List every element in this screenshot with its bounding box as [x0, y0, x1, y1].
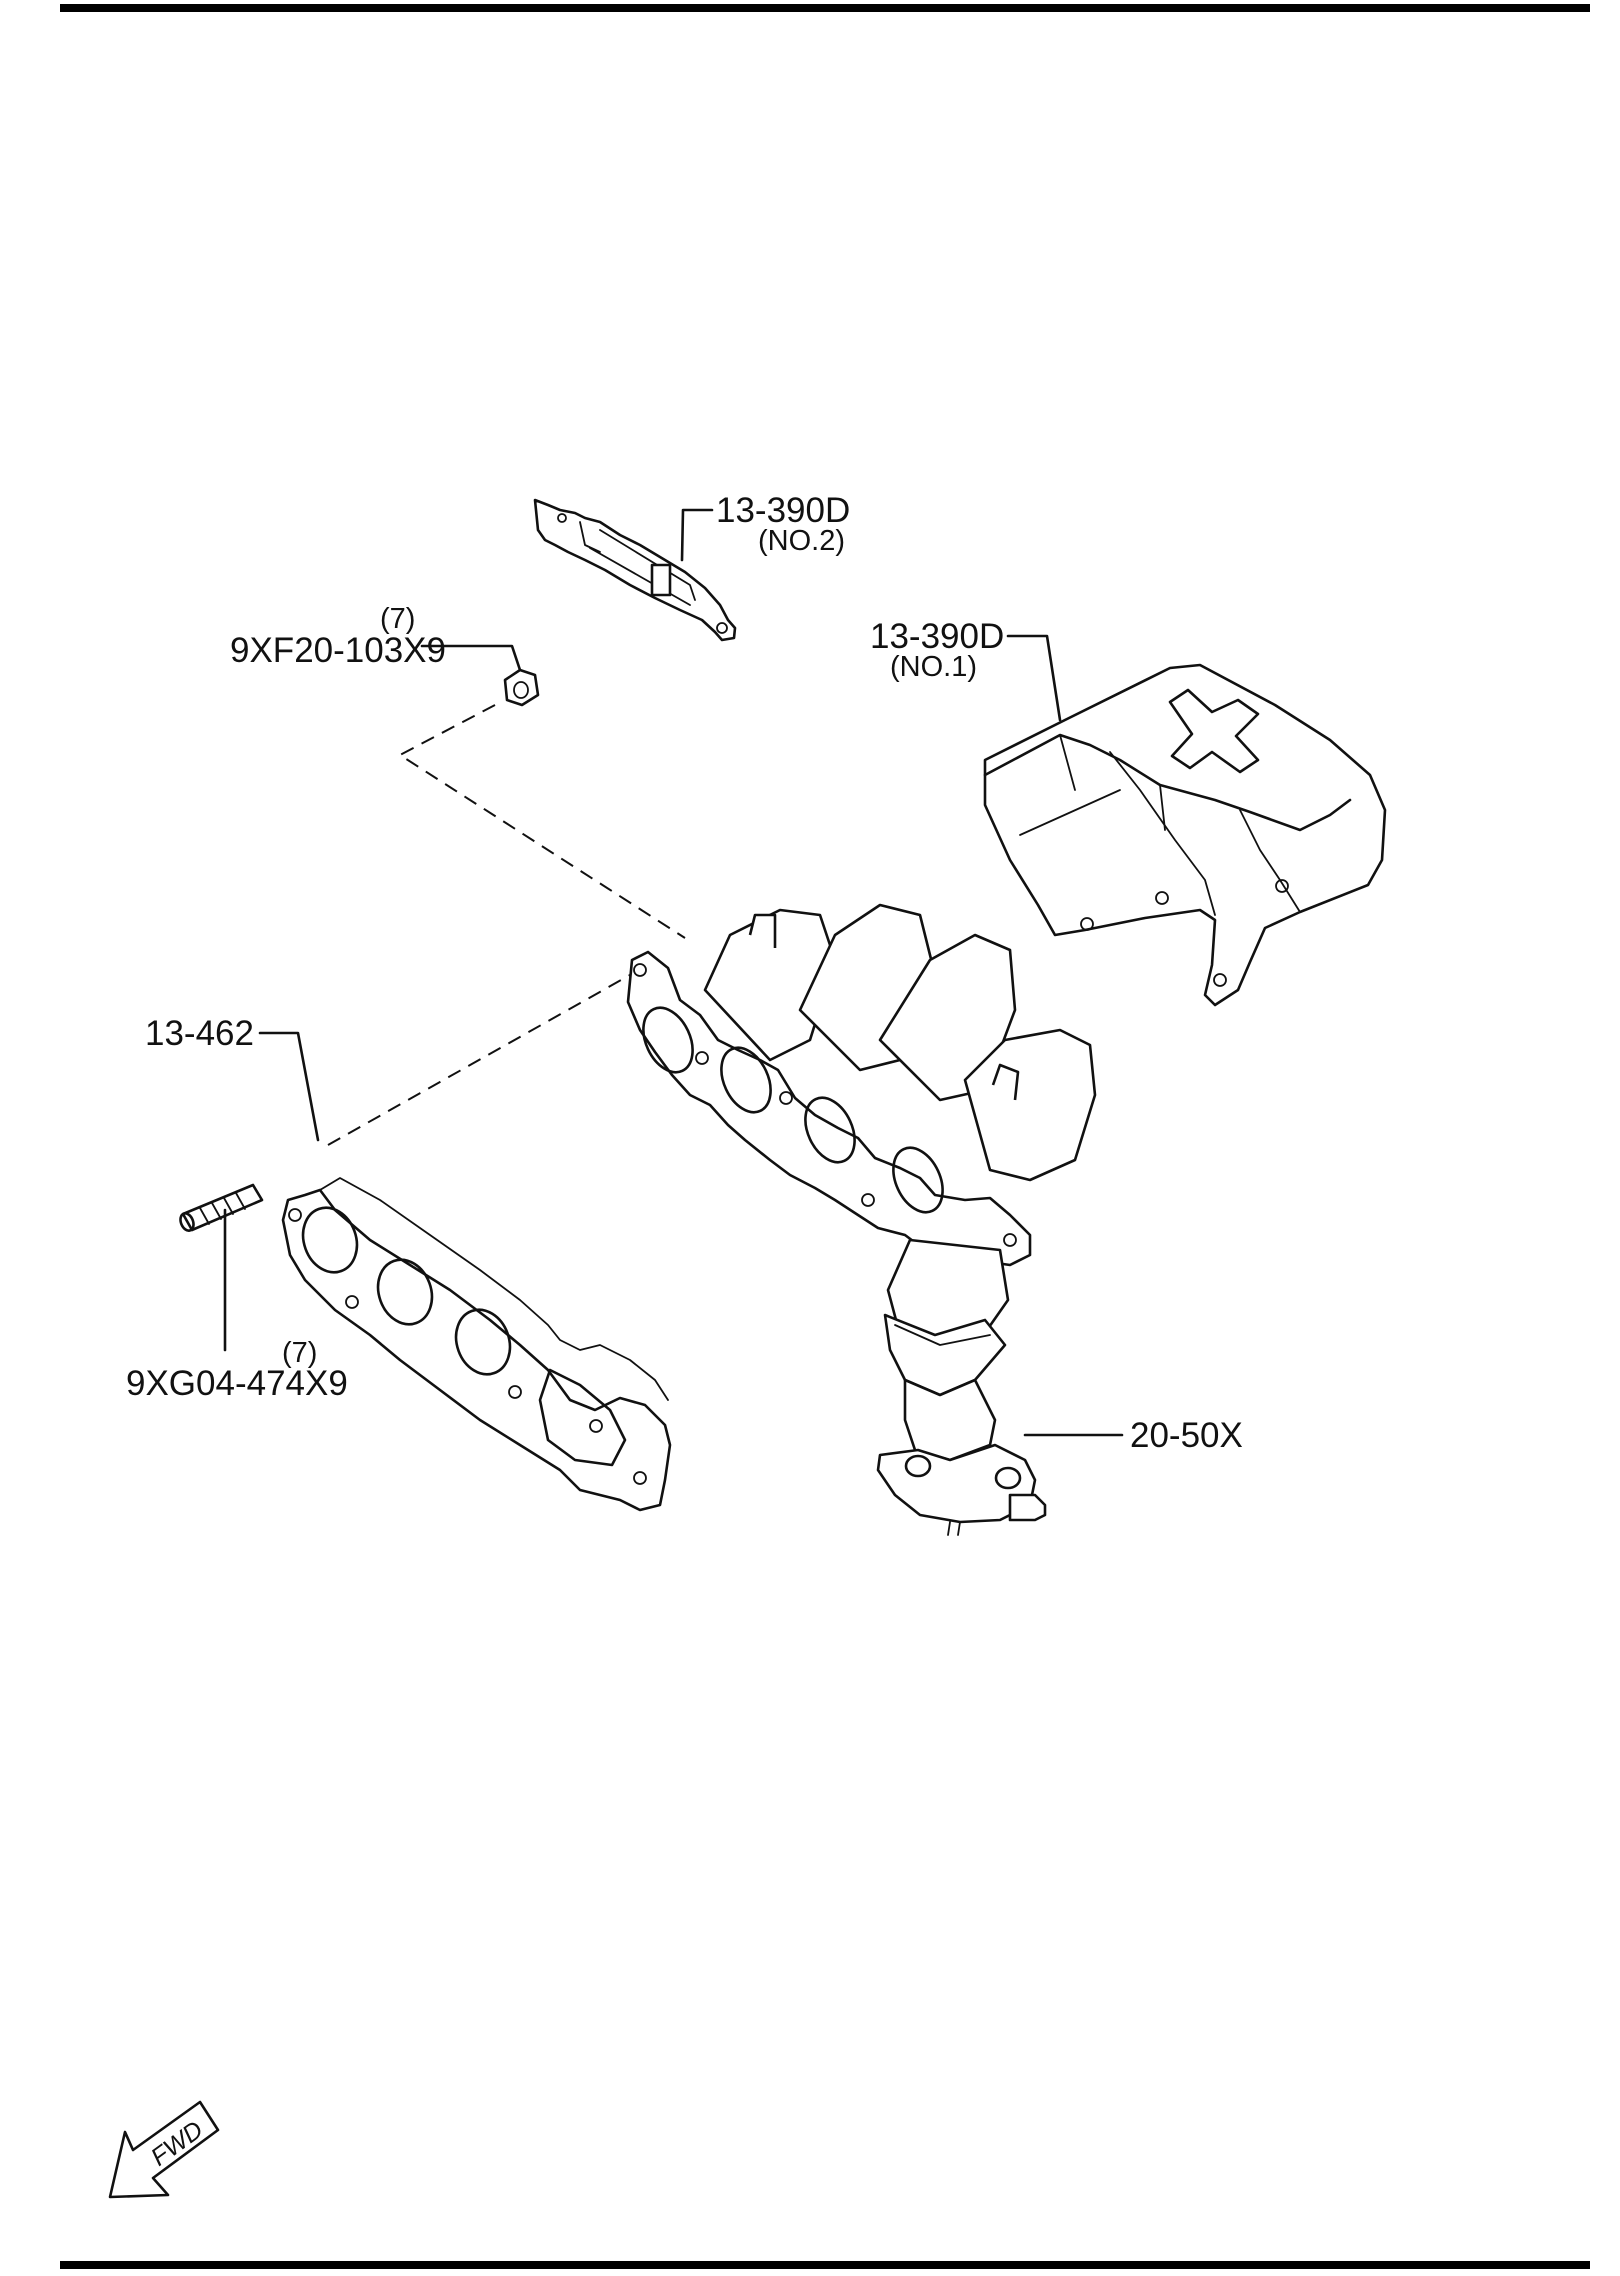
part-number-13-390d-no1: 13-390D	[870, 617, 1004, 656]
leader-13-390d-no2	[680, 508, 714, 562]
stud-part-number: 9XG04-474X9	[126, 1364, 348, 1403]
part-number-20-50x: 20-50X	[1130, 1416, 1243, 1455]
heat-insulator-no2-drawing	[533, 498, 737, 642]
exhaust-manifold-drawing	[626, 903, 1097, 1536]
gasket-drawing	[281, 1177, 672, 1512]
part-note-no1: (NO.1)	[890, 651, 977, 683]
part-number-13-390d-no2: 13-390D	[716, 491, 850, 530]
heat-insulator-no1-drawing	[983, 663, 1387, 1007]
nut-drawing	[503, 668, 540, 707]
leader-13-390d-no1	[1006, 634, 1062, 722]
nut-quantity: (7)	[380, 603, 415, 635]
leader-nut	[420, 644, 522, 672]
nut-dashed-line	[398, 704, 686, 939]
stud-quantity: (7)	[282, 1337, 317, 1369]
gasket-dashed-line	[327, 974, 631, 1146]
leader-13-462	[258, 1031, 320, 1142]
fwd-direction-arrow: FWD	[108, 2100, 220, 2199]
part-number-13-462: 13-462	[145, 1014, 254, 1053]
nut-part-number: 9XF20-103X9	[230, 631, 446, 670]
part-note-no2: (NO.2)	[758, 525, 845, 557]
stud-drawing	[179, 1183, 264, 1232]
